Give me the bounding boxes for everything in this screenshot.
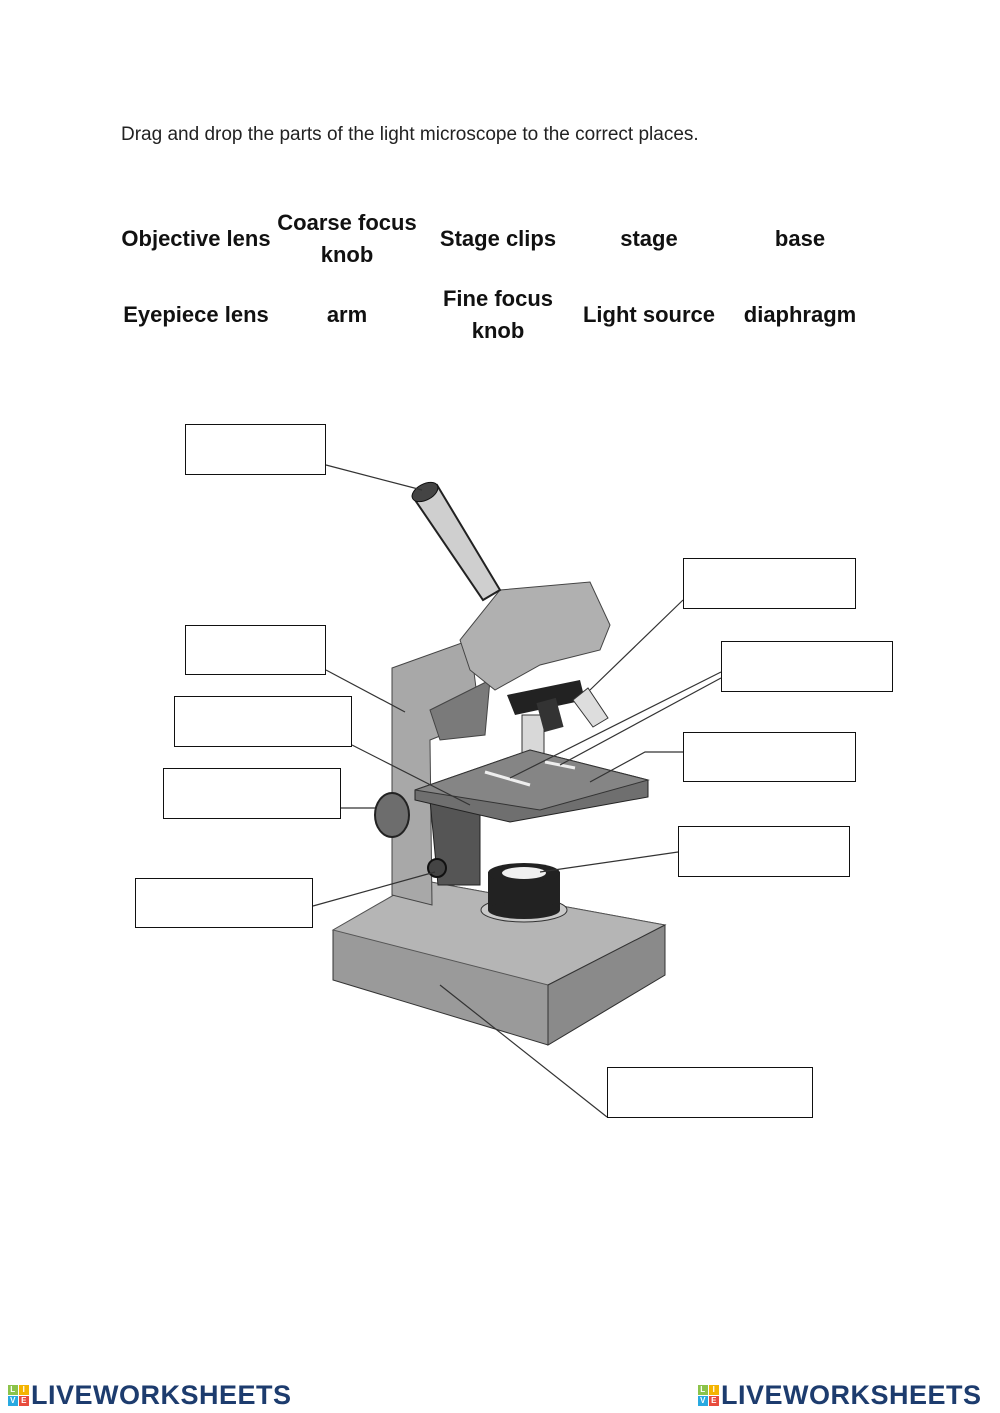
drop-box-coarse-focus[interactable] — [163, 768, 341, 819]
word-objective-lens[interactable]: Objective lens — [121, 226, 271, 251]
word-eyepiece-lens[interactable]: Eyepiece lens — [123, 302, 269, 327]
word-diaphragm[interactable]: diaphragm — [743, 302, 857, 327]
word-light-source[interactable]: Light source — [582, 302, 715, 327]
drop-box-fine-focus[interactable] — [135, 878, 313, 928]
word-stage-clips[interactable]: Stage clips — [439, 226, 557, 251]
word-fine-focus-knob[interactable]: Fine focus knob — [442, 286, 553, 343]
drop-box-diaphragm[interactable] — [174, 696, 352, 747]
word-arm[interactable]: arm — [326, 302, 368, 327]
coarse-knob-shape — [374, 792, 410, 838]
word-coarse-focus-knob[interactable]: Coarse focus knob — [277, 210, 417, 267]
instruction-text: Drag and drop the parts of the light mic… — [121, 124, 699, 145]
word-stage[interactable]: stage — [620, 226, 678, 251]
word-base[interactable]: base — [774, 226, 826, 251]
drop-box-base[interactable] — [607, 1067, 813, 1118]
drop-box-stage-clips[interactable] — [721, 641, 893, 692]
drop-box-eyepiece[interactable] — [185, 424, 326, 475]
drop-box-light-source[interactable] — [678, 826, 850, 877]
drop-box-stage[interactable] — [683, 732, 856, 782]
drop-box-arm[interactable] — [185, 625, 326, 675]
drop-box-objective[interactable] — [683, 558, 856, 609]
